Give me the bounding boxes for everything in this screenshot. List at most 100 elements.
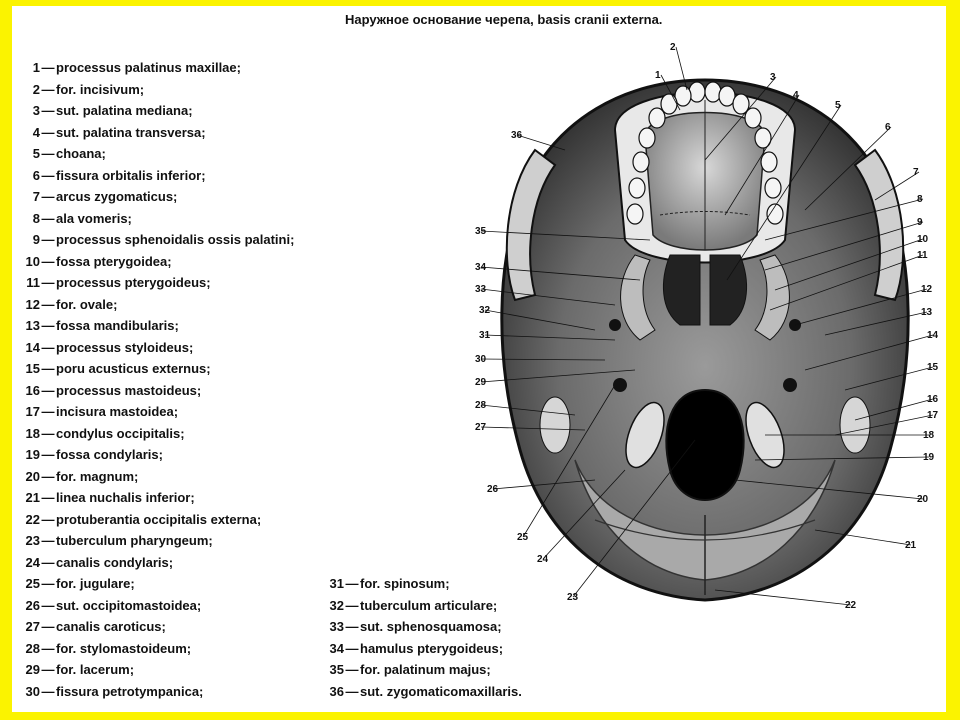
legend-number: 10	[25, 253, 40, 269]
figure-label: 23	[567, 592, 579, 603]
legend-text: for. magnum;	[56, 468, 139, 484]
transverse-palatine-suture	[659, 211, 751, 216]
legend-text: processus mastoideus;	[56, 382, 202, 398]
legend-number: 8	[32, 210, 40, 226]
legend-text: for. stylomastoideum;	[56, 640, 192, 656]
figure-label: 31	[479, 330, 491, 341]
figure-label: 2	[670, 42, 676, 53]
tooth	[754, 127, 772, 149]
tooth	[638, 127, 656, 149]
skull-drawing: 1234567891011121314151617181920212223242…	[475, 42, 939, 611]
leader-line	[824, 311, 928, 336]
mastoid-right	[839, 396, 871, 454]
legend-item: 30—fissura petrotympanica;	[14, 684, 204, 700]
foramen-ovale-left	[609, 319, 621, 331]
legend-item: 25—for. jugulare;	[14, 576, 135, 592]
legend-number: 17	[25, 404, 40, 419]
legend-number: 26	[25, 597, 40, 613]
legend-dash: —	[41, 490, 55, 505]
legend-text: arcus zygomaticus;	[56, 189, 178, 204]
tooth	[674, 85, 692, 107]
legend-item: 11—processus pterygoideus;	[14, 275, 211, 291]
legend-dash: —	[41, 576, 55, 591]
figure-label: 30	[475, 354, 487, 365]
legend-dash: —	[41, 447, 55, 462]
legend-dash: —	[41, 167, 55, 183]
tooth	[632, 151, 650, 173]
legend-text: hamulus pterygoideus;	[360, 640, 504, 656]
choana-left	[662, 254, 701, 326]
legend-number: 4	[32, 124, 40, 140]
legend-item: 32—tuberculum articulare;	[318, 597, 498, 614]
leader-line	[480, 404, 576, 416]
legend-number: 36	[329, 683, 344, 699]
leader-line	[834, 414, 934, 436]
tooth	[760, 151, 778, 173]
tooth	[626, 203, 644, 225]
legend-number: 6	[32, 167, 40, 183]
figure-label: 6	[885, 122, 891, 133]
leader-line	[572, 439, 696, 598]
legend-number: 23	[25, 533, 40, 548]
legend-item: 34—hamulus pterygoideus;	[318, 640, 504, 657]
leader-line	[484, 334, 616, 341]
mastoid-left	[539, 396, 571, 454]
legend-text: canalis caroticus;	[56, 619, 166, 634]
tooth	[766, 203, 784, 225]
legend-item: 21—linea nuchalis inferior;	[14, 490, 195, 506]
figure-label: 13	[921, 307, 933, 318]
legend-number: 32	[329, 597, 344, 613]
figure-label: 12	[921, 284, 933, 295]
figure-label: 17	[927, 410, 939, 421]
legend-text: processus pterygoideus;	[56, 275, 211, 290]
legend-item: 6—fissura orbitalis inferior;	[14, 168, 206, 184]
pterygoid-right	[754, 254, 790, 341]
leader-line	[726, 104, 842, 281]
tooth	[764, 177, 782, 199]
page-title: Наружное основание черепа, basis cranii …	[345, 12, 663, 27]
figure-label: 9	[917, 217, 923, 228]
legend-item: 24—canalis condylaris;	[14, 554, 174, 571]
legend-item: 31—for. spinosum;	[318, 576, 450, 592]
legend-dash: —	[41, 189, 55, 204]
legend-dash: —	[41, 597, 55, 613]
legend-item: 15—poru acusticus externus;	[14, 361, 211, 377]
legend-text: tuberculum pharyngeum;	[56, 533, 213, 548]
legend-number: 35	[329, 662, 344, 677]
legend-text: for. jugulare;	[56, 576, 135, 591]
legend-number: 29	[25, 662, 40, 677]
figure-label: 15	[927, 362, 939, 373]
legend-item: 8—ala vomeris;	[14, 211, 132, 227]
tooth	[628, 177, 646, 199]
leader-line	[764, 198, 924, 241]
legend-text: sut. palatina mediana;	[56, 103, 193, 118]
legend-dash: —	[41, 533, 55, 548]
legend-item: 20—for. magnum;	[14, 468, 139, 485]
leader-line	[704, 76, 777, 161]
leader-line	[774, 238, 924, 291]
legend-number: 9	[32, 232, 40, 247]
figure-label: 1	[655, 70, 661, 81]
figure-label: 29	[475, 377, 487, 388]
occipital-region	[574, 459, 836, 581]
figure-label: 26	[487, 484, 499, 495]
legend-dash: —	[41, 60, 55, 75]
leader-line	[734, 479, 924, 500]
legend-text: incisura mastoidea;	[56, 404, 179, 419]
legend-item: 16—processus mastoideus;	[14, 382, 202, 399]
legend-number: 15	[25, 361, 40, 376]
legend-number: 24	[25, 554, 40, 570]
legend-dash: —	[41, 275, 55, 290]
legend-item: 9—processus sphenoidalis ossis palatini;	[14, 232, 295, 248]
figure-label: 3	[770, 72, 776, 83]
tooth	[732, 93, 750, 115]
figure-label: 11	[917, 250, 928, 261]
legend-dash: —	[41, 81, 55, 97]
legend-number: 33	[329, 619, 344, 634]
legend-item: 26—sut. occipitomastoidea;	[14, 597, 202, 614]
leader-line	[854, 398, 934, 421]
figure-label: 8	[917, 194, 923, 205]
legend-text: choana;	[56, 146, 106, 161]
